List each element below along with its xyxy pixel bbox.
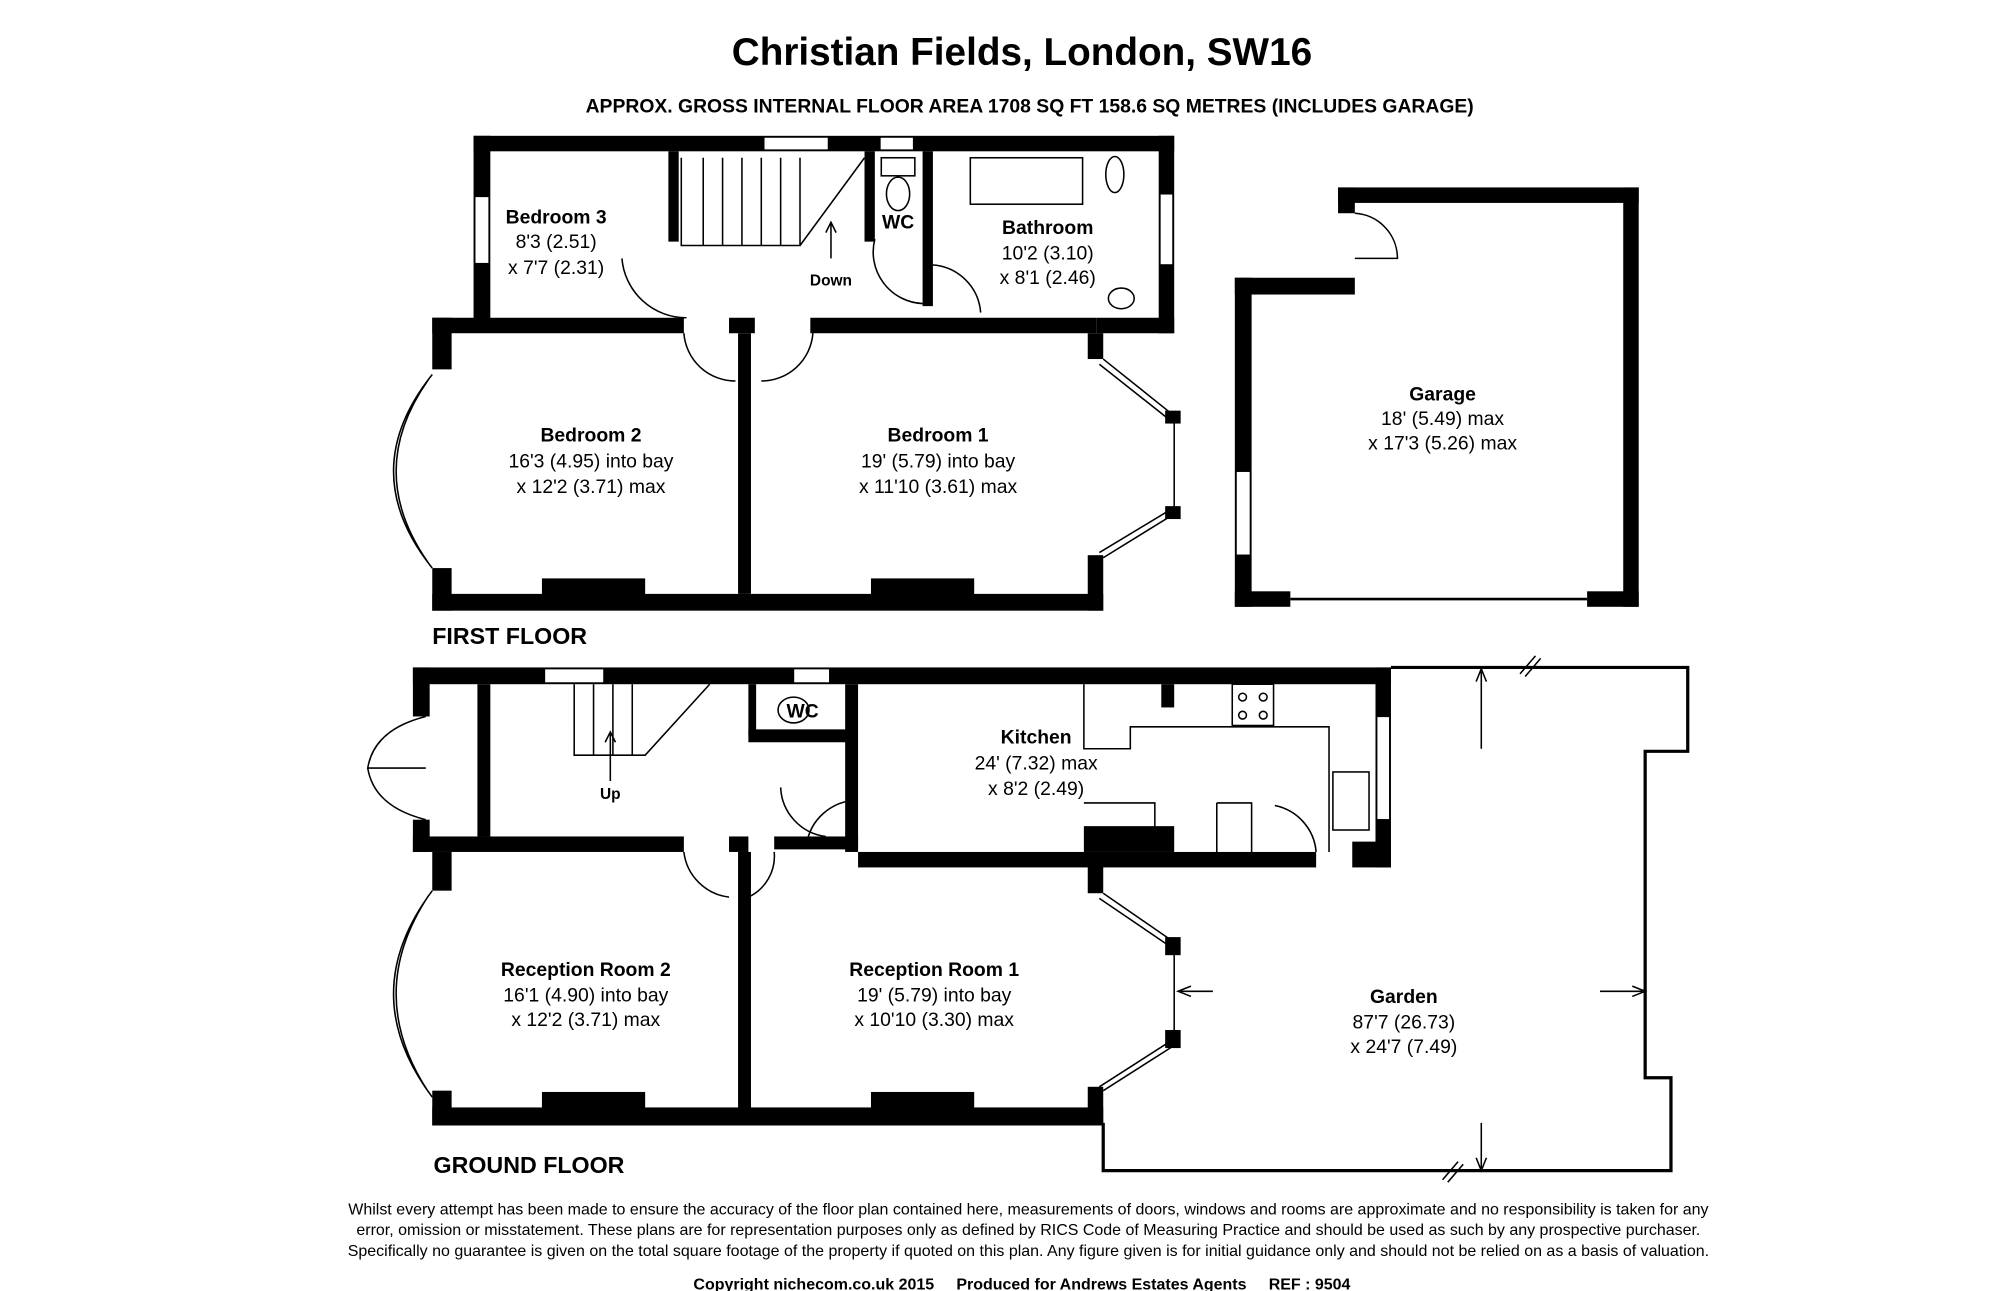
room-dims-garden-2: x 24'7 (7.49): [1350, 1036, 1457, 1058]
room-dims-kitchen-1: 24' (7.32) max: [975, 752, 1098, 774]
room-label-bedroom-1: Bedroom 1: [888, 425, 989, 447]
ground-floor-label: GROUND FLOOR: [434, 1152, 625, 1178]
room-label-bathroom: Bathroom: [1002, 217, 1093, 239]
room-label-bedroom-3: Bedroom 3: [506, 207, 607, 229]
room-label-kitchen: Kitchen: [1001, 727, 1072, 749]
room-dims-bathroom-2: x 8'1 (2.46): [1000, 267, 1096, 289]
room-dims-kitchen-2: x 8'2 (2.49): [988, 778, 1084, 800]
room-dims-reception-2-2: x 12'2 (3.71) max: [511, 1009, 660, 1031]
room-dims-reception-2-1: 16'1 (4.90) into bay: [503, 985, 668, 1007]
plan-title: Christian Fields, London, SW16: [732, 31, 1312, 74]
first-floor-plan: Bedroom 3 8'3 (2.51) x 7'7 (2.31) WC Bat…: [392, 135, 1181, 649]
room-label-bedroom-2: Bedroom 2: [540, 425, 641, 447]
stairs-label-up: Up: [600, 786, 621, 803]
garage-plan: Garage 18' (5.49) max x 17'3 (5.26) max: [1234, 187, 1639, 607]
room-dims-reception-1-2: x 10'10 (3.30) max: [854, 1009, 1014, 1031]
copyright-footer: Copyright nichecom.co.uk 2015 Produced f…: [693, 1276, 1350, 1291]
room-label-garden: Garden: [1370, 986, 1438, 1008]
plan-subtitle: APPROX. GROSS INTERNAL FLOOR AREA 1708 S…: [586, 96, 1474, 118]
room-label-reception-2: Reception Room 2: [501, 959, 671, 981]
disclaimer-line-3: Specifically no guarantee is given on th…: [348, 1243, 1709, 1260]
room-label-garage: Garage: [1409, 383, 1476, 405]
disclaimer-line-1: Whilst every attempt has been made to en…: [348, 1202, 1708, 1219]
room-dims-bedroom-1-1: 19' (5.79) into bay: [861, 450, 1016, 472]
room-label-reception-1: Reception Room 1: [849, 959, 1019, 981]
room-dims-bedroom-1-2: x 11'10 (3.61) max: [859, 476, 1017, 498]
first-floor-label: FIRST FLOOR: [432, 623, 587, 649]
room-dims-garage-2: x 17'3 (5.26) max: [1368, 432, 1517, 454]
room-label-wc-ground: WC: [786, 701, 818, 723]
room-dims-bathroom-1: 10'2 (3.10): [1002, 243, 1094, 265]
room-dims-bedroom-3-1: 8'3 (2.51): [516, 231, 597, 253]
garden-plan: Garden 87'7 (26.73) x 24'7 (7.49): [1101, 655, 1690, 1183]
room-dims-bedroom-2-1: 16'3 (4.95) into bay: [508, 450, 673, 472]
room-dims-garage-1: 18' (5.49) max: [1381, 408, 1504, 430]
room-dims-garden-1: 87'7 (26.73): [1353, 1012, 1456, 1034]
room-dims-reception-1-1: 19' (5.79) into bay: [857, 985, 1012, 1007]
disclaimer-line-2: error, omission or misstatement. These p…: [356, 1222, 1700, 1239]
room-dims-bedroom-3-2: x 7'7 (2.31): [508, 257, 604, 279]
room-dims-bedroom-2-2: x 12'2 (3.71) max: [517, 476, 666, 498]
ground-floor-plan: WC Up Kitchen 24' (7.32) max x 8'2 (2.49…: [366, 667, 1391, 1178]
room-label-wc-first: WC: [882, 212, 914, 234]
stairs-label-down: Down: [810, 273, 852, 290]
